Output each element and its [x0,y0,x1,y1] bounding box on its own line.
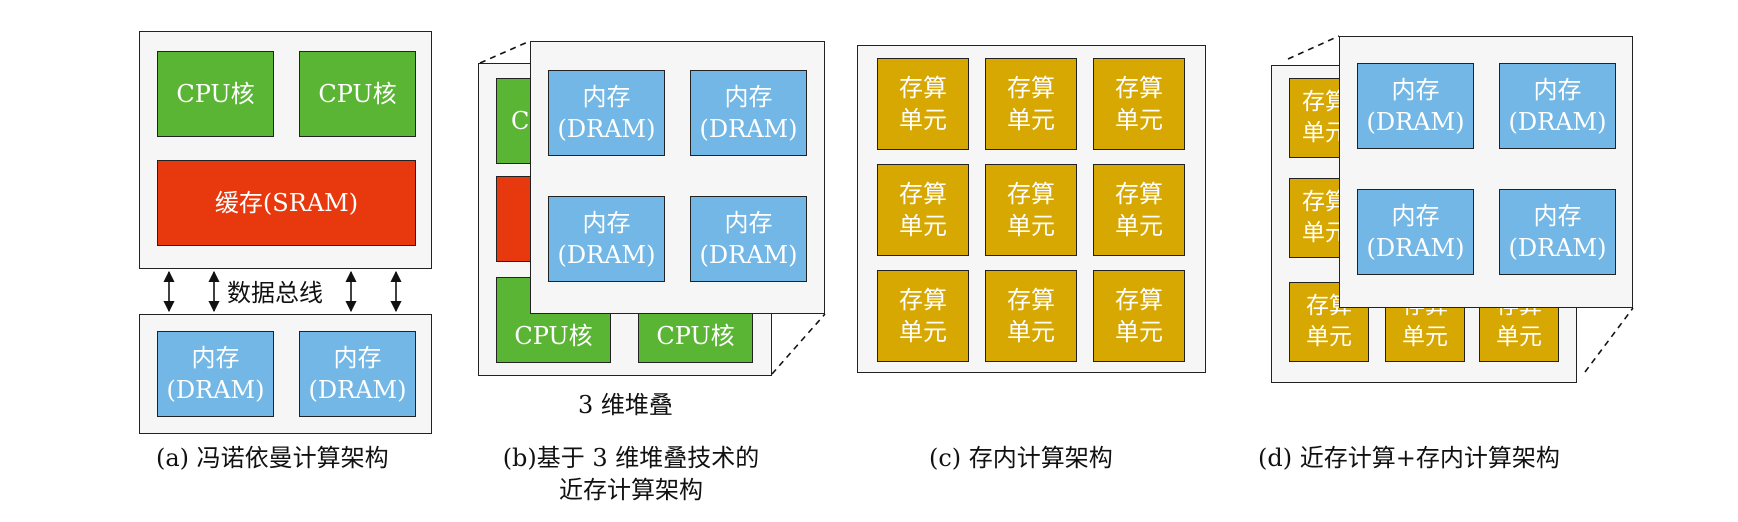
b-dram-1: 内存(DRAM) [548,70,665,156]
b-front-layer: 内存(DRAM) 内存(DRAM) 内存(DRAM) 内存(DRAM) [530,41,825,314]
a-caption: (a) 冯诺依曼计算架构 [156,444,389,472]
b-dram-3: 内存(DRAM) [548,196,665,282]
c-pim-cell: 存算单元 [985,58,1077,150]
c-pim-cell: 存算单元 [877,270,969,362]
c-pim-panel: 存算单元 存算单元 存算单元 存算单元 存算单元 存算单元 存算单元 存算单元 … [857,45,1206,373]
b-stack-label: 3 维堆叠 [578,391,673,419]
a-memory-panel: 内存(DRAM) 内存(DRAM) [139,314,432,434]
d-dram-3: 内存(DRAM) [1357,189,1474,275]
c-pim-cell: 存算单元 [985,164,1077,256]
b-dram-4: 内存(DRAM) [690,196,807,282]
a-dram-1: 内存(DRAM) [157,331,274,417]
c-pim-cell: 存算单元 [985,270,1077,362]
c-pim-cell: 存算单元 [1093,164,1185,256]
a-cpu-core-2: CPU核 [299,51,416,137]
d-dram-4: 内存(DRAM) [1499,189,1616,275]
d-caption: (d) 近存计算+存内计算架构 [1258,444,1560,472]
d-dram-1: 内存(DRAM) [1357,63,1474,149]
a-data-bus-label: 数据总线 [227,279,323,307]
a-processor-panel: CPU核 CPU核 缓存(SRAM) [139,31,432,269]
d-dashed-edge-bottom [1584,307,1634,373]
b-dram-2: 内存(DRAM) [690,70,807,156]
c-pim-cell: 存算单元 [877,164,969,256]
a-cpu-core-1: CPU核 [157,51,274,137]
c-pim-cell: 存算单元 [1093,270,1185,362]
a-cache-sram: 缓存(SRAM) [157,160,416,246]
b-dashed-edge-bottom [771,313,826,375]
c-caption: (c) 存内计算架构 [929,444,1113,472]
d-dashed-edge-top [1287,35,1340,60]
b-dashed-edge-top [479,40,531,64]
c-pim-cell: 存算单元 [1093,58,1185,150]
d-front-layer: 内存(DRAM) 内存(DRAM) 内存(DRAM) 内存(DRAM) [1339,36,1633,308]
d-dram-2: 内存(DRAM) [1499,63,1616,149]
b-caption: (b)基于 3 维堆叠技术的近存计算架构 [502,444,760,505]
c-pim-cell: 存算单元 [877,58,969,150]
a-dram-2: 内存(DRAM) [299,331,416,417]
